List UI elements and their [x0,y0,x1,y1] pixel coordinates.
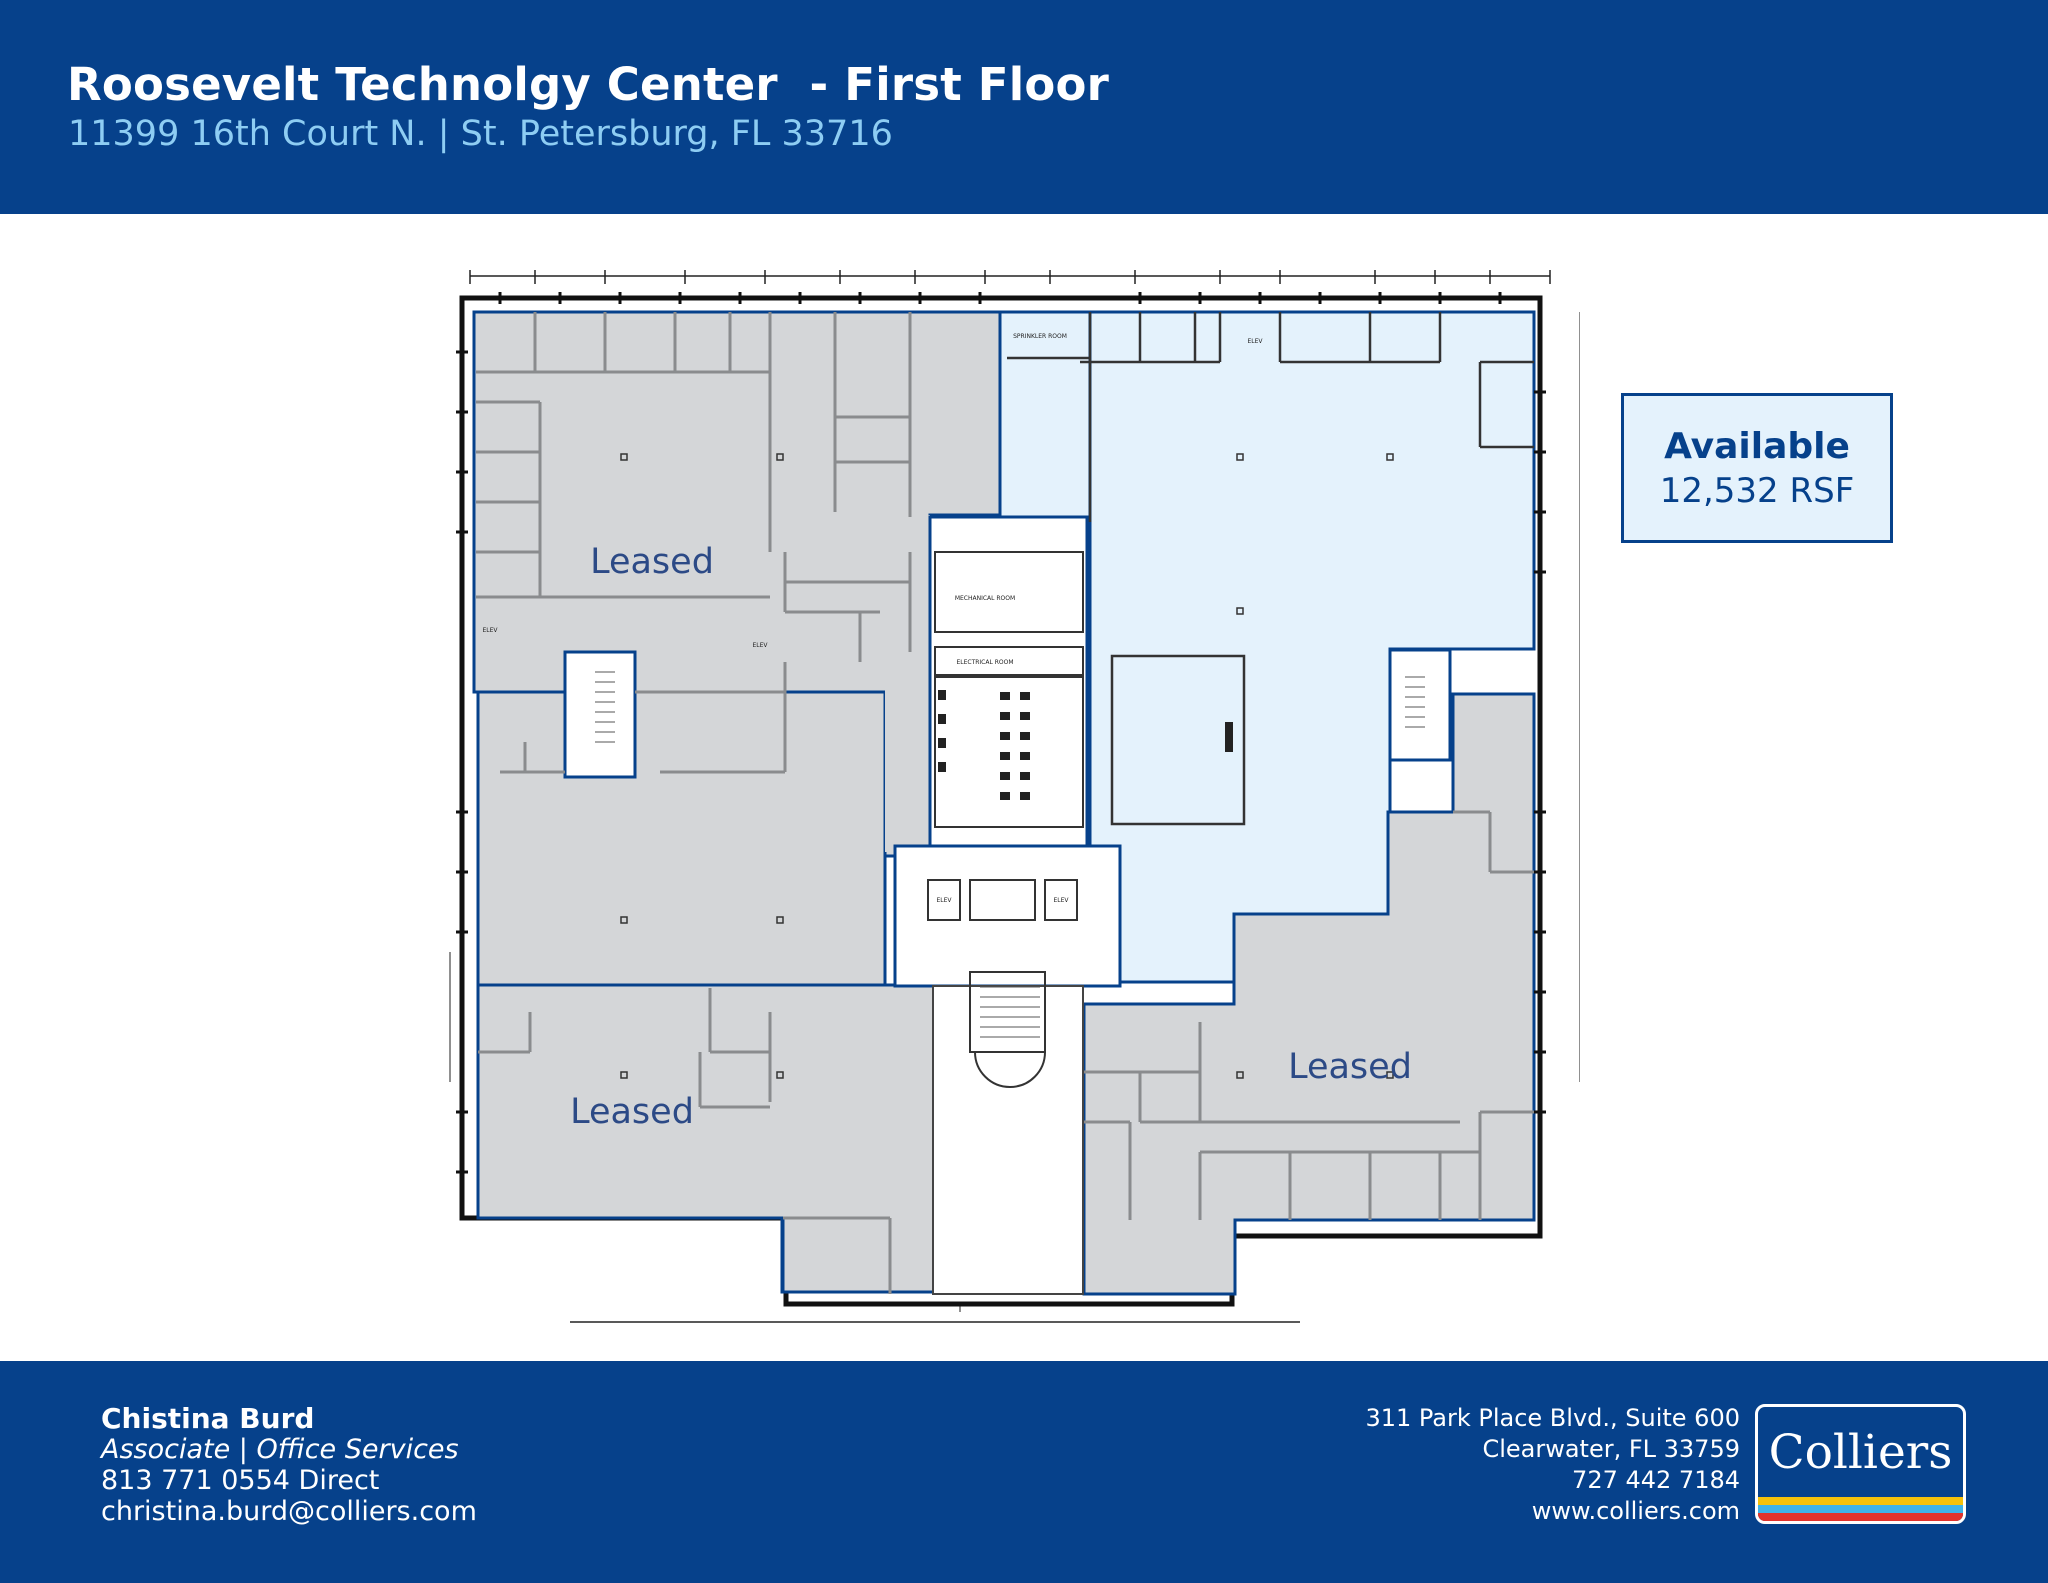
office-line-2: Clearwater, FL 33759 [1482,1435,1740,1463]
room-label-elev-1: ELEV [936,897,952,904]
room-label-elev-2: ELEV [1053,897,1069,904]
availability-callout: Available 12,532 RSF [1621,393,1893,543]
logo-stripe-yellow [1758,1497,1963,1505]
room-label-electrical: ELECTRICAL ROOM [956,659,1013,666]
logo-wordmark: Colliers [1768,1425,1953,1480]
room-label-elev-3: ELEV [482,627,498,634]
office-website[interactable]: www.colliers.com [1531,1497,1740,1525]
room-label-sprinkler: SPRINKLER ROOM [1013,333,1067,340]
logo-stripe-blue [1758,1505,1963,1513]
room-label-mechanical: MECHANICAL ROOM [955,595,1015,602]
floor-plan-drawing: MECHANICAL ROOM ELECTRICAL ROOM SPRINKLE… [449,270,1580,1323]
leased-label-southeast: Leased [1288,1047,1412,1087]
logo-stripes [1758,1497,1963,1521]
footer-banner: Chistina Burd Associate | Office Service… [0,1361,2048,1583]
page-title: Roosevelt Technolgy Center - First Floor [67,58,1109,111]
stair-west [563,650,637,779]
availability-size: 12,532 RSF [1659,471,1855,511]
floor-plan: MECHANICAL ROOM ELECTRICAL ROOM SPRINKLE… [440,252,1580,1342]
lobby-corridor [932,985,1084,1295]
dimension-lines [449,270,1580,1323]
office-address: 311 Park Place Blvd., Suite 600 Clearwat… [1365,1403,1740,1527]
office-phone: 727 442 7184 [1572,1466,1740,1494]
property-address: 11399 16th Court N. | St. Petersburg, FL… [68,114,893,154]
room-label-elev-4: ELEV [1247,338,1263,345]
office-line-1: 311 Park Place Blvd., Suite 600 [1365,1404,1740,1432]
header-banner: Roosevelt Technolgy Center - First Floor… [0,0,2048,214]
logo-stripe-red [1758,1513,1963,1521]
stair-east [1388,648,1452,762]
contact-block: Chistina Burd Associate | Office Service… [101,1403,477,1527]
contact-email[interactable]: christina.burd@colliers.com [101,1496,477,1527]
room-label-elev-5: ELEV [752,642,768,649]
contact-name: Chistina Burd [101,1402,315,1435]
contact-phone: 813 771 0554 Direct [101,1465,380,1496]
availability-title: Available [1664,426,1850,467]
leased-label-northwest: Leased [590,542,714,582]
leased-label-southwest: Leased [570,1092,694,1132]
contact-role: Associate | Office Services [101,1434,459,1465]
interior-room [1110,654,1246,826]
colliers-logo: Colliers [1755,1404,1966,1524]
